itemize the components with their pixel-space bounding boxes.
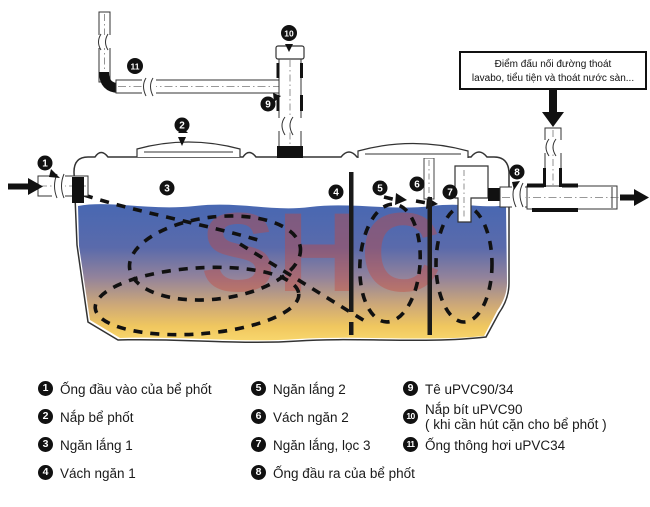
flow-loop-1a [127,214,303,302]
legend-item-5: 5 Ngăn lắng 2 [251,381,346,397]
badge-4: 4 [328,184,344,200]
svg-text:2: 2 [179,121,185,132]
svg-text:5: 5 [377,184,383,195]
callout-line2: lavabo, tiểu tiện và thoát nước sàn... [472,72,634,84]
legend-badge-5: 5 [251,381,266,396]
legend-label-10: Nắp bít uPVC90 [425,402,523,417]
badge-9: 9 [260,96,276,112]
legend-badge-9: 9 [403,381,418,396]
legend-label-7: Ngăn lắng, lọc 3 [273,438,371,453]
svg-text:8: 8 [514,168,520,179]
legend-label-2: Nắp bể phốt [60,410,134,425]
legend-item-7: 7 Ngăn lắng, lọc 3 [251,437,371,453]
tank-lid-2 [357,142,469,158]
diagram-badges: 1 2 3 4 5 6 7 8 9 10 11 [37,25,525,200]
legend-label-8: Ống đầu ra của bể phốt [273,466,415,481]
svg-text:10: 10 [284,29,294,39]
inlet-pipe [37,173,89,203]
legend-badge-1: 1 [38,381,53,396]
badge-11: 11 [127,58,143,74]
tank-lid-1 [136,141,241,157]
legend-badge-8: 8 [251,465,266,480]
badge-8: 8 [509,164,525,180]
legend-item-9: 9 Tê uPVC90/34 [403,381,514,397]
tank-water [78,204,507,341]
legend-item-6: 6 Vách ngăn 2 [251,409,349,425]
svg-text:7: 7 [447,188,453,199]
legend-item-2: 2 Nắp bể phốt [38,409,134,425]
svg-text:9: 9 [265,100,271,111]
badge-3: 3 [159,180,175,196]
legend-label-4: Vách ngăn 1 [60,466,136,481]
svg-text:3: 3 [164,184,170,195]
outflow-arrow-icon [620,189,649,206]
legend-label-10-note: ( khi cần hút cặn cho bể phốt ) [425,417,607,433]
flow-loop-1b [93,265,301,337]
septic-tank-diagram: SHC [8,11,649,344]
callout-line1: Điểm đấu nối đường thoát [495,58,612,70]
svg-text:4: 4 [333,188,339,199]
legend-badge-6: 6 [251,409,266,424]
legend-label-9: Tê uPVC90/34 [425,382,514,397]
legend-label-3: Ngăn lắng 1 [60,438,133,453]
flow-surface-3 [415,199,428,205]
access-pipe [275,45,305,158]
legend-item-11: 11 Ống thông hơi uPVC34 [403,437,565,453]
svg-text:6: 6 [414,180,420,191]
svg-text:1: 1 [42,159,48,170]
watermark-text: SHC [201,190,443,315]
legend-label-11: Ống thông hơi uPVC34 [425,438,566,453]
badge-1: 1 [37,155,53,171]
badge-7: 7 [442,184,458,200]
legend-item-10: 10 Nắp bít uPVC90 ( khi cần hút cặn cho … [403,401,607,432]
legend-badge-3: 3 [38,437,53,452]
badge-5: 5 [372,180,388,196]
legend-label-1: Ống đầu vào của bể phốt [60,382,212,397]
legend-item-4: 4 Vách ngăn 1 [38,465,136,481]
badge-2: 2 [174,117,190,133]
legend-badge-10: 10 [403,409,418,425]
flow-inlet-line [83,193,259,242]
callout-arrow-icon [542,90,564,127]
flow-loop-2 [357,202,423,324]
legend-badge-2: 2 [38,409,53,424]
legend-badge-11: 11 [403,437,418,452]
legend-badge-4: 4 [38,465,53,480]
baffle-1 [349,172,354,335]
vent-pipe [96,11,292,97]
callout-box: Điểm đấu nối đường thoát lavabo, tiểu ti… [459,51,647,90]
inflow-arrow-icon [8,178,43,195]
badge-6: 6 [409,176,425,192]
flow-cross-line [239,242,369,325]
badge-10: 10 [281,25,297,41]
flow-surface-2 [383,195,397,202]
legend-label-5: Ngăn lắng 2 [273,382,346,397]
outlet-dip-pipe [454,165,489,223]
svg-text:11: 11 [131,62,140,72]
legend-item-8: 8 Ống đầu ra của bể phốt [251,465,415,481]
outlet-pipe [488,168,640,212]
legend-label-6: Vách ngăn 2 [273,410,349,425]
legend-badge-7: 7 [251,437,266,452]
legend-item-1: 1 Ống đầu vào của bể phốt [38,381,212,397]
legend-item-3: 3 Ngăn lắng 1 [38,437,133,453]
